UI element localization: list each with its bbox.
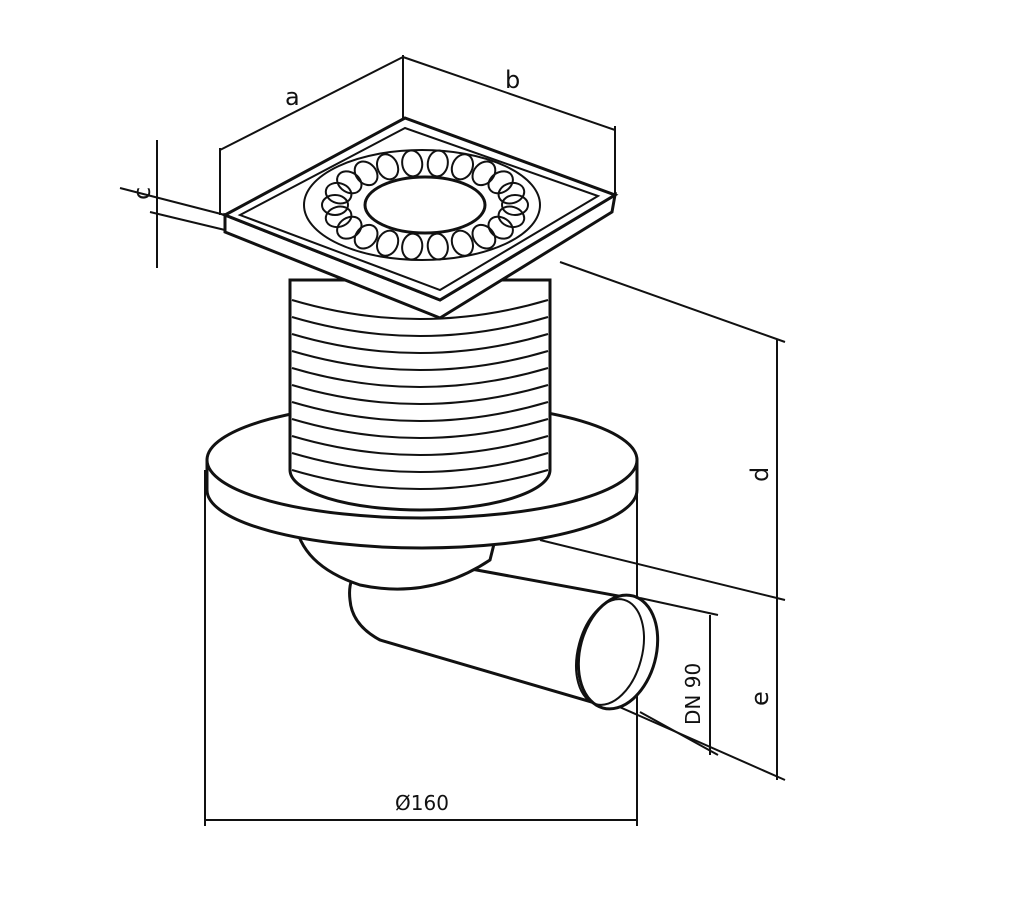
grate-slot bbox=[450, 229, 474, 257]
grate-slot bbox=[321, 194, 349, 216]
thread-ring bbox=[291, 452, 549, 473]
grate-slot bbox=[487, 170, 514, 195]
dimension-e-label: e bbox=[746, 691, 774, 706]
grate-slot bbox=[353, 223, 379, 250]
thread-ring bbox=[291, 367, 549, 388]
thread-ring bbox=[291, 435, 549, 456]
grate-slot bbox=[353, 160, 379, 187]
grate-slot bbox=[497, 205, 526, 229]
grate bbox=[221, 116, 619, 320]
thread-ring bbox=[291, 299, 549, 320]
grate-slot bbox=[501, 194, 529, 216]
thread-ring bbox=[291, 316, 549, 337]
drain-body-lower bbox=[293, 518, 660, 711]
threaded-riser bbox=[288, 278, 552, 512]
thread-ring bbox=[291, 333, 549, 354]
outlet-dn-label: DN 90 bbox=[681, 663, 705, 725]
thread-ring bbox=[291, 350, 549, 371]
grate-slot bbox=[376, 229, 400, 257]
flange-diameter-label: Ø160 bbox=[395, 791, 449, 815]
grate-slot bbox=[324, 181, 353, 205]
thread-ring bbox=[291, 469, 549, 490]
grate-slot bbox=[471, 223, 497, 250]
grate-slot bbox=[450, 153, 474, 181]
grate-slot bbox=[497, 181, 526, 205]
thread-ring bbox=[291, 418, 549, 439]
dimension-a-label: a bbox=[285, 83, 300, 111]
dimension-d-label: d bbox=[746, 467, 774, 482]
grate-slot bbox=[336, 215, 363, 240]
dimension-b-label: b bbox=[505, 66, 520, 94]
thread-ring bbox=[291, 384, 549, 405]
dimension-c-label: c bbox=[128, 187, 156, 200]
thread-ring bbox=[291, 401, 549, 422]
grate-slot bbox=[324, 205, 353, 229]
grate-slot bbox=[376, 153, 400, 181]
grate-slot bbox=[471, 160, 497, 187]
